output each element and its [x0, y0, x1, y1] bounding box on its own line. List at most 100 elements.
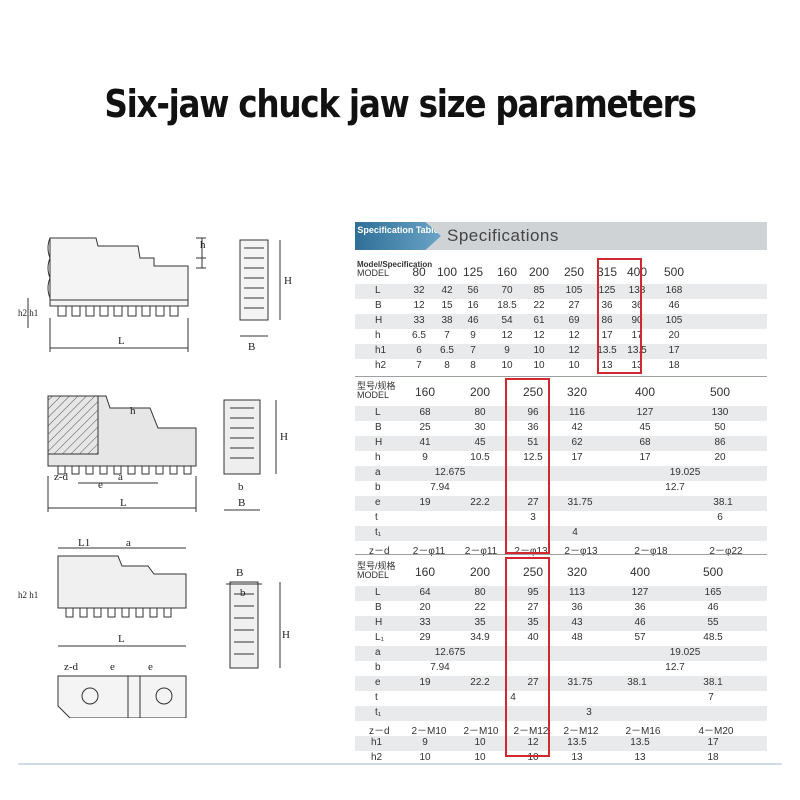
cell: 17 — [601, 330, 613, 341]
cell: 17 — [707, 737, 719, 748]
dim-B2-label: B — [238, 497, 245, 509]
cell: 20 — [714, 452, 726, 463]
cell: 22.2 — [470, 497, 490, 508]
row-label: h1 — [375, 345, 387, 356]
cell: 12.675 — [434, 467, 466, 478]
cell: 27 — [527, 602, 539, 613]
model-200: 200 — [469, 385, 491, 399]
cell: 7 — [416, 360, 422, 371]
model-250: 250 — [522, 385, 544, 399]
specifications-header: Specification Table Specifications — [355, 222, 767, 250]
cell: 43 — [571, 617, 583, 628]
cell: 27 — [568, 300, 580, 311]
cell: 13.5 — [627, 345, 647, 356]
row-label: L₁ — [375, 632, 384, 643]
cell: 7.94 — [430, 662, 450, 673]
cell: 55 — [707, 617, 719, 628]
cell: 17 — [571, 452, 583, 463]
dim-H3-label: H — [282, 629, 290, 641]
cell: 18 — [707, 752, 719, 763]
cell: 10 — [533, 345, 545, 356]
row-label: t₁ — [375, 707, 382, 718]
cell: 22.2 — [470, 677, 490, 688]
cell: 2－M12 — [513, 726, 549, 737]
dim-L3-label: L — [118, 633, 125, 645]
cell: 17 — [639, 452, 651, 463]
cell: 2－φ13 — [564, 546, 598, 557]
cell: 61 — [533, 315, 545, 326]
cell: 168 — [665, 285, 683, 296]
model-160: 160 — [496, 265, 518, 279]
cell: 13.5 — [630, 737, 650, 748]
cell: 2－M16 — [625, 726, 661, 737]
model-400: 400 — [634, 385, 656, 399]
row-label: b — [375, 662, 381, 673]
cell: 7 — [444, 330, 450, 341]
cell: 4 — [572, 527, 578, 538]
cell: 113 — [569, 587, 585, 598]
cell: 10 — [533, 360, 545, 371]
jaw-drawing-3-side — [57, 547, 187, 647]
bottom-divider — [18, 763, 782, 765]
cell: 165 — [704, 587, 722, 598]
cell: 27 — [527, 497, 539, 508]
cell: 2－M10 — [411, 726, 447, 737]
dim-e3b-label: e — [148, 661, 153, 673]
dim-B3-label: B — [236, 567, 243, 579]
cell: 57 — [634, 632, 646, 643]
row-label: H — [375, 315, 383, 326]
cell: 138 — [628, 285, 646, 296]
row-label: B — [375, 422, 382, 433]
row-label: B — [375, 300, 382, 311]
dim-h2-label: h — [130, 405, 136, 417]
cell: 36 — [527, 422, 539, 433]
model-label-en: MODEL — [357, 570, 390, 580]
cell: 15 — [441, 300, 453, 311]
model-label-en: MODEL — [357, 390, 390, 400]
cell: 62 — [571, 437, 583, 448]
cell: 12 — [568, 330, 580, 341]
cell: 70 — [501, 285, 513, 296]
cell: 95 — [527, 587, 539, 598]
cell: 46 — [707, 602, 719, 613]
cell: 12.7 — [665, 662, 685, 673]
row-label: L — [375, 407, 381, 418]
jaw-technical-drawings: h H L B h2 h1 h H z-d e a L b B L1 a h2 … — [18, 237, 292, 718]
cell: 105 — [565, 285, 583, 296]
cell: 19.025 — [669, 467, 701, 478]
model-100: 100 — [436, 265, 458, 279]
cell: 13 — [601, 360, 613, 371]
cell: 10 — [527, 752, 539, 763]
cell: 12 — [413, 300, 425, 311]
model-160: 160 — [414, 385, 436, 399]
cell: 127 — [631, 587, 649, 598]
cell: 9 — [422, 737, 428, 748]
model-400: 400 — [626, 265, 648, 279]
dim-B-label: B — [248, 341, 255, 353]
row-label: t₁ — [375, 527, 382, 538]
row-label: t — [375, 692, 378, 703]
model-250: 250 — [522, 565, 544, 579]
cell: 54 — [501, 315, 513, 326]
cell: 42 — [441, 285, 453, 296]
dim-h-label: h — [200, 239, 206, 251]
dim-a3-label: a — [126, 537, 131, 549]
cell: 46 — [467, 315, 479, 326]
cell: 51 — [527, 437, 539, 448]
cell: 86 — [714, 437, 726, 448]
model-320: 320 — [566, 385, 588, 399]
row-label: z－d — [369, 726, 390, 737]
jaw-drawing-2-side — [47, 395, 197, 512]
table-row-t1: t₁ 4 — [355, 526, 767, 541]
